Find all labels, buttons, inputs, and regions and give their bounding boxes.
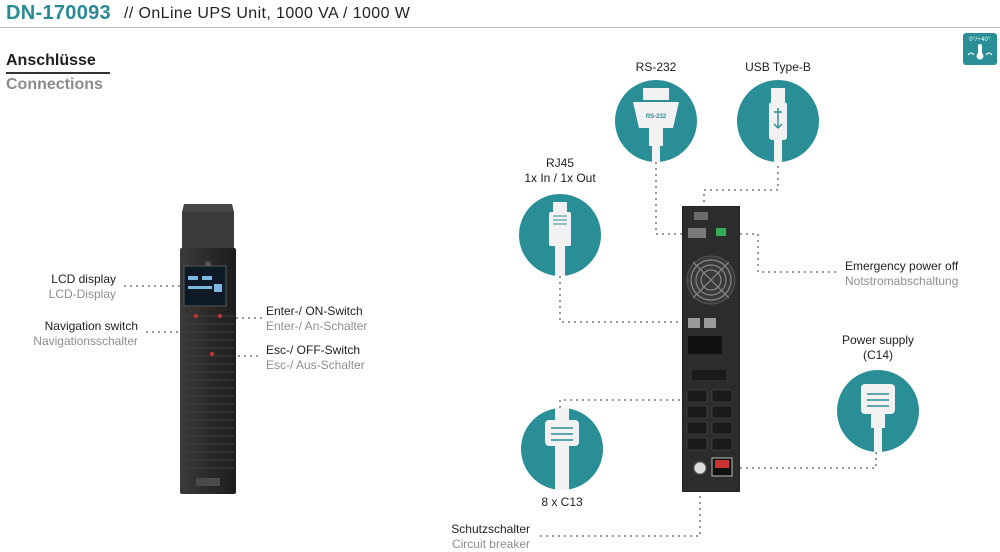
product-subtitle: // OnLine UPS Unit, 1000 VA / 1000 W <box>124 5 411 22</box>
c14-plug-icon <box>861 384 895 452</box>
section-title-underline <box>6 72 110 74</box>
power-connector-circle <box>837 370 919 452</box>
rj45-port-out <box>704 318 716 328</box>
ups-rear-view <box>682 206 740 492</box>
navigation-switch-label: Navigation switch <box>44 319 138 333</box>
c13-connector-circle <box>521 408 603 490</box>
thermometer-icon <box>967 44 993 60</box>
enter-switch-label-de: Enter-/ An-Schalter <box>266 319 368 333</box>
product-code: DN-170093 <box>6 2 111 24</box>
rs232-plug-icon: RS-232 <box>633 88 679 162</box>
circuit-breaker-label-de: Schutzschalter <box>451 522 530 536</box>
usb-connector-circle <box>737 80 819 162</box>
temperature-badge: 0°/+40° <box>963 33 997 65</box>
breaker-connection-line <box>536 478 701 537</box>
rj45-label: RJ45 <box>545 156 574 170</box>
rs232-label: RS-232 <box>635 60 677 74</box>
rj45-connector-circle <box>519 194 601 276</box>
rs232-connector-circle: RS-232 <box>615 80 697 162</box>
rs232-plug-text: RS-232 <box>646 114 667 120</box>
usb-plug-icon <box>769 88 787 162</box>
epo-connection-line <box>722 233 840 273</box>
header: DN-170093 // OnLine UPS Unit, 1000 VA / … <box>0 0 1000 28</box>
rj45-sublabel: 1x In / 1x Out <box>524 171 596 185</box>
epo-label: Emergency power off <box>845 259 959 273</box>
power-supply-label: Power supply <box>841 333 915 347</box>
esc-switch-label: Esc-/ OFF-Switch <box>266 343 361 357</box>
ups-front-view <box>180 204 236 494</box>
epo-terminal <box>716 228 726 236</box>
epo-label-de: Notstromabschaltung <box>845 274 959 288</box>
header-divider <box>0 27 1000 28</box>
circuit-breaker <box>693 461 707 475</box>
rj45-connection-line <box>559 276 686 323</box>
lcd-display-label: LCD display <box>51 272 116 286</box>
rj45-port-in <box>688 318 700 328</box>
rj45-plug-icon <box>549 202 571 276</box>
circuit-breaker-label: Circuit breaker <box>451 537 530 551</box>
usb-port <box>694 212 708 220</box>
esc-switch-label-de: Esc-/ Aus-Schalter <box>266 358 365 372</box>
enter-switch-label: Enter-/ ON-Switch <box>266 304 363 318</box>
usb-label: USB Type-B <box>745 60 811 74</box>
temperature-range-text: 0°/+40° <box>969 37 991 43</box>
expansion-slot <box>688 336 722 354</box>
lcd-display-label-de: LCD-Display <box>48 287 116 301</box>
section-title: Anschlüsse <box>6 52 96 69</box>
rs232-connection-line <box>655 162 688 235</box>
navigation-switch-label-de: Navigationsschalter <box>33 334 138 348</box>
rs232-port <box>688 228 706 238</box>
c13-outlets <box>686 389 733 451</box>
c13-plug-icon <box>545 408 579 490</box>
usb-connection-line <box>703 166 779 212</box>
power-supply-sublabel: (C14) <box>862 348 893 362</box>
c13-label: 8 x C13 <box>541 495 583 509</box>
section-subtitle: Connections <box>6 76 103 93</box>
power-connection-line <box>740 452 877 469</box>
